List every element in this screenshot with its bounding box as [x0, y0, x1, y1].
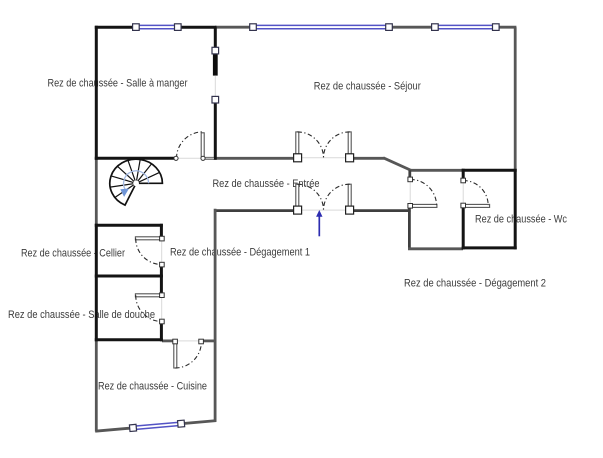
svg-text:Rez de chaussée - Salle de dou: Rez de chaussée - Salle de douche [8, 309, 155, 321]
svg-text:Rez de chaussée - Dégagement 1: Rez de chaussée - Dégagement 1 [170, 246, 310, 258]
svg-text:Rez de chaussée - Dégagement 2: Rez de chaussée - Dégagement 2 [404, 278, 546, 290]
svg-text:Rez de chaussée - Salle à mang: Rez de chaussée - Salle à manger [48, 78, 188, 90]
svg-text:Rez de chaussée - Séjour: Rez de chaussée - Séjour [314, 81, 421, 93]
svg-text:Rez de chaussée - Entrée: Rez de chaussée - Entrée [213, 178, 320, 190]
svg-text:Rez de chaussée - Cuisine: Rez de chaussée - Cuisine [98, 381, 207, 393]
svg-text:Rez de chaussée - Cellier: Rez de chaussée - Cellier [21, 247, 125, 259]
svg-text:Rez de chaussée - Wc: Rez de chaussée - Wc [475, 213, 567, 225]
